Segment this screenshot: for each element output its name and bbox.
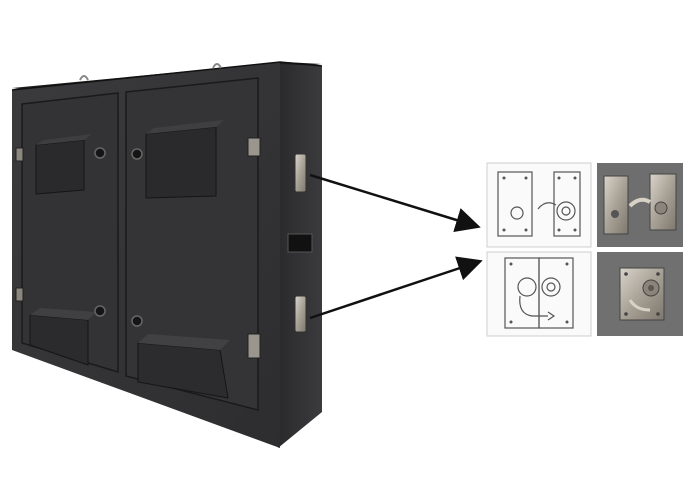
lock-drawing-open xyxy=(486,162,592,248)
screw xyxy=(94,305,106,317)
hinge xyxy=(247,137,261,157)
screw xyxy=(94,147,106,159)
hinge xyxy=(247,333,261,359)
cabinet-side-panel xyxy=(278,64,322,448)
screw xyxy=(131,148,143,160)
arrow-upper xyxy=(309,173,481,233)
lock-drawing-closed xyxy=(486,251,592,337)
lifting-eye xyxy=(79,75,89,81)
hinge xyxy=(15,147,24,162)
hinge xyxy=(15,287,24,302)
side-lock-lower xyxy=(294,295,307,333)
upper-left-handle xyxy=(35,139,85,195)
arrow-lower xyxy=(309,256,483,320)
lock-photo-closed xyxy=(597,252,683,336)
lock-photo-open xyxy=(597,163,683,247)
led-cabinet xyxy=(11,61,323,448)
side-handle-slot xyxy=(287,233,313,253)
lower-left-handle xyxy=(29,314,89,366)
screw xyxy=(131,315,143,327)
side-lock-upper xyxy=(294,153,307,193)
lifting-eye xyxy=(212,63,222,69)
upper-right-handle xyxy=(145,126,217,199)
